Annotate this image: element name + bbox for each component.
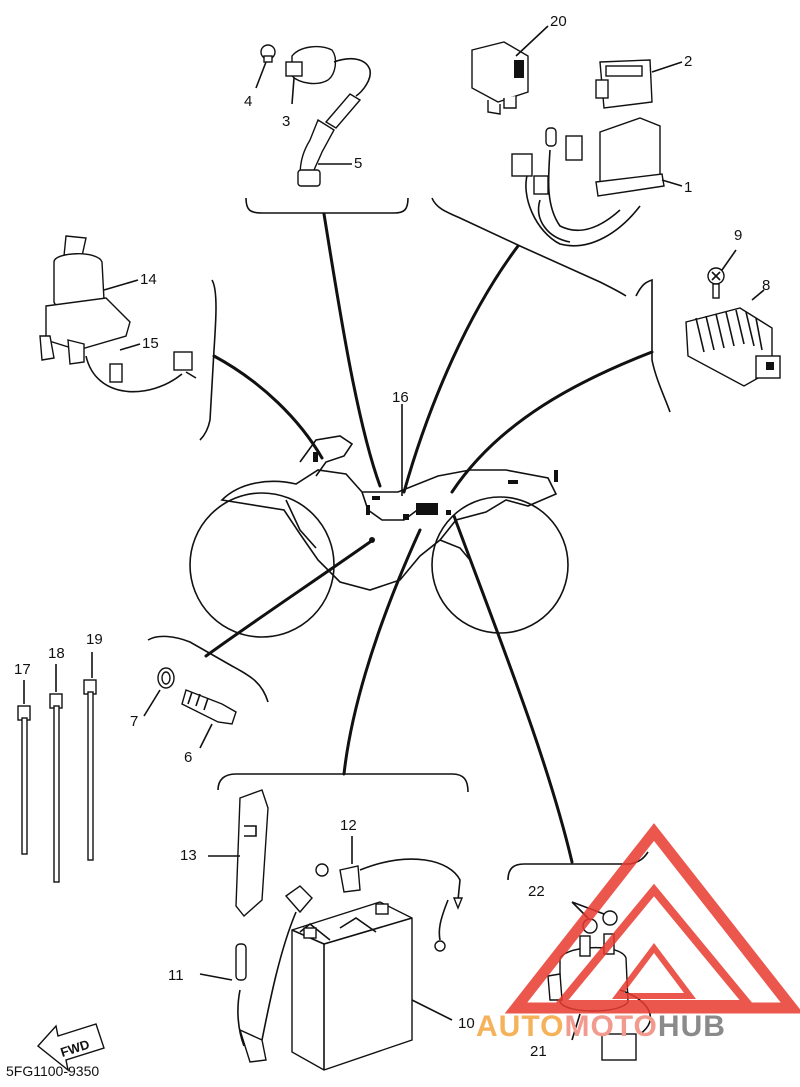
- callout-2: 2: [684, 53, 692, 70]
- callout-4: 4: [244, 93, 252, 110]
- callout-6: 6: [184, 749, 192, 766]
- callout-21: 21: [530, 1043, 547, 1060]
- callout-20: 20: [550, 13, 567, 30]
- watermark-part-a: AUTO: [476, 1010, 564, 1043]
- fwd-arrow: FWD: [36, 1023, 105, 1072]
- callout-22: 22: [528, 883, 545, 900]
- cable-bands-group: [17, 652, 97, 883]
- callout-9: 9: [734, 227, 742, 244]
- callout-14: 14: [140, 271, 157, 288]
- starter-relay-group: [547, 901, 652, 1061]
- motorcycle-outline: [189, 435, 569, 638]
- callout-19: 19: [86, 631, 103, 648]
- neutral-switch-group: [143, 667, 237, 749]
- callout-7: 7: [130, 713, 138, 730]
- watermark-part-c: HUB: [658, 1010, 726, 1043]
- main-switch-group: [39, 235, 197, 393]
- callout-15: 15: [142, 335, 159, 352]
- callout-3: 3: [282, 113, 290, 130]
- watermark-part-b: MOTO: [564, 1010, 657, 1043]
- callout-5: 5: [354, 155, 362, 172]
- cdi-relay-group: [471, 25, 683, 247]
- callout-17: 17: [14, 661, 31, 678]
- watermark-text: AUTOMOTOHUB: [476, 1010, 726, 1043]
- callout-12: 12: [340, 817, 357, 834]
- battery-group: [199, 789, 464, 1071]
- callout-13: 13: [180, 847, 197, 864]
- group-brackets: [147, 197, 671, 881]
- callout-18: 18: [48, 645, 65, 662]
- callout-1: 1: [684, 179, 692, 196]
- ignition-coil-group: [255, 44, 372, 187]
- callout-8: 8: [762, 277, 770, 294]
- callout-10: 10: [458, 1015, 475, 1032]
- callout-labels: 20 2 1 4 3 5 9 8 14 15 16 17 18 19 7 6 1…: [6, 13, 770, 1079]
- watermark-logo: [504, 823, 800, 1014]
- callout-11: 11: [168, 967, 184, 984]
- diagram-code: 5FG1100-9350: [6, 1063, 99, 1079]
- callout-16: 16: [392, 389, 409, 406]
- regulator-group: [685, 249, 781, 387]
